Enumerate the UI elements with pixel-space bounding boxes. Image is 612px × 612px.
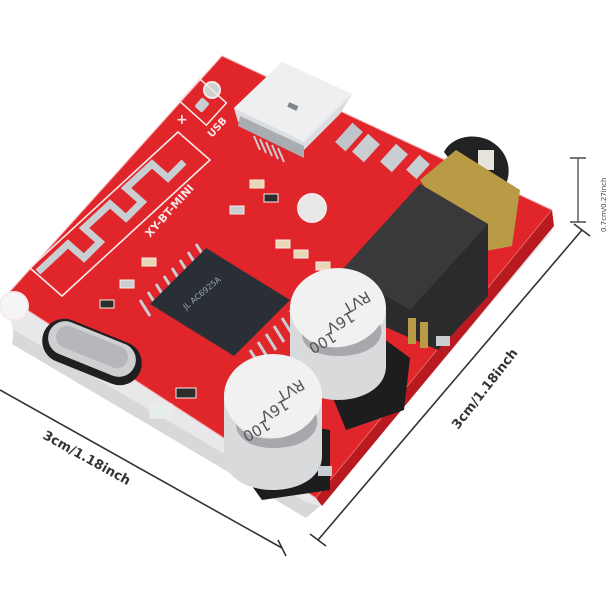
dimension-tick-right-bottom	[309, 533, 327, 547]
dimension-tick-right-top	[573, 223, 591, 237]
dimension-label-height: 0.7cm/0.27inch	[600, 178, 608, 232]
pcb-board: XY-BT-MINI USB +	[0, 55, 554, 518]
solder-pad	[318, 466, 332, 476]
dimension-tick-left	[277, 539, 287, 557]
electrolytic-capacitor: 100 16V RVT	[224, 354, 322, 490]
dimension-line-right	[317, 229, 583, 541]
dimension-line-left	[0, 389, 283, 549]
mounting-hole	[0, 291, 29, 321]
power-pad	[195, 98, 209, 112]
smd-components	[99, 179, 331, 419]
mounting-hole	[297, 193, 327, 223]
status-led	[149, 403, 173, 419]
antenna-trace	[28, 130, 212, 298]
power-pad-outline	[178, 77, 228, 127]
solder-pads	[335, 122, 430, 180]
micro-usb-port	[234, 62, 352, 163]
crystal-oscillator	[42, 318, 142, 386]
dimension-label-right: 3cm/1.18inch	[449, 346, 521, 432]
plus-label: +	[176, 112, 188, 128]
electrolytic-capacitor: 100 16V RVT	[290, 268, 386, 400]
dimension-label-left: 3cm/1.18inch	[40, 428, 133, 489]
